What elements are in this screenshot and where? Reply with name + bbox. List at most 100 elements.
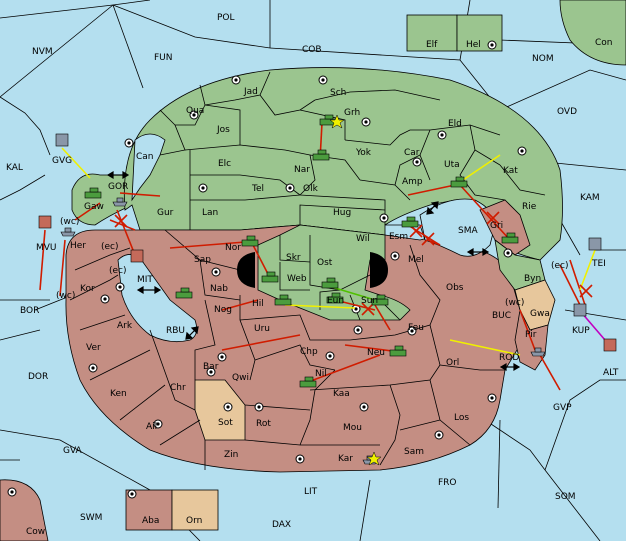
- label-chr: Chr: [170, 383, 186, 393]
- label-elc: Elc: [218, 159, 231, 169]
- label-grh: Grh: [344, 108, 360, 118]
- army-unit[interactable]: [175, 287, 193, 299]
- army-unit[interactable]: [401, 216, 419, 228]
- label-ec-her: (ec): [101, 242, 119, 252]
- label-rot: Rot: [256, 419, 271, 429]
- label-gaw: Gaw: [84, 202, 104, 212]
- label-cob: COB: [302, 45, 322, 55]
- label-orl: Orl: [446, 358, 459, 368]
- fleet-unit[interactable]: [38, 215, 52, 229]
- label-qua: Qua: [186, 106, 204, 116]
- label-sot: Sot: [218, 418, 233, 428]
- label-olk: Olk: [303, 184, 319, 194]
- army-unit[interactable]: [274, 294, 292, 306]
- label-los: Los: [454, 413, 469, 423]
- label-orn: Orn: [186, 516, 202, 526]
- hub-right-cap: [370, 252, 388, 288]
- center-green-core: [257, 224, 411, 321]
- label-gva: GVA: [63, 446, 83, 456]
- fleet-unit[interactable]: [112, 197, 128, 207]
- fleet-unit[interactable]: [130, 249, 144, 263]
- label-nor: Nor: [225, 243, 241, 253]
- army-unit[interactable]: [326, 292, 344, 304]
- label-nab: Nab: [210, 284, 228, 294]
- army-unit[interactable]: [450, 176, 468, 188]
- hub-left-cap: [237, 252, 255, 288]
- label-sch: Sch: [330, 88, 346, 98]
- label-ken: Ken: [110, 389, 127, 399]
- label-ovd: OVD: [557, 107, 577, 117]
- army-unit[interactable]: [321, 277, 339, 289]
- supply-centers: [7, 40, 527, 499]
- label-byn: Byn: [524, 274, 541, 284]
- label-jos: Jos: [216, 125, 230, 135]
- fleet-unit[interactable]: [530, 347, 546, 357]
- red-internal-borders: [69, 229, 505, 470]
- label-swm: SWM: [80, 513, 102, 523]
- army-unit[interactable]: [389, 345, 407, 357]
- label-sma: SMA: [458, 226, 478, 236]
- label-amp: Amp: [402, 177, 423, 187]
- fleet-unit[interactable]: [573, 303, 587, 317]
- label-neu: Neu: [367, 348, 385, 358]
- label-esm: Esm: [389, 232, 408, 242]
- army-unit[interactable]: [241, 235, 259, 247]
- label-fun: FUN: [154, 53, 173, 63]
- fleet-unit[interactable]: [588, 237, 602, 251]
- label-lit: LIT: [304, 487, 318, 497]
- label-ec-tei: (ec): [551, 261, 569, 271]
- label-wc-her: (wc): [60, 217, 79, 227]
- label-bor: BOR: [20, 306, 39, 316]
- label-mvu: MVU: [36, 243, 57, 253]
- label-mel: Mel: [408, 255, 424, 265]
- inner-channel-north: [131, 133, 166, 202]
- star-marker: [329, 114, 345, 129]
- label-rie: Rie: [522, 202, 537, 212]
- label-eun: Eun: [327, 296, 344, 306]
- army-unit[interactable]: [261, 271, 279, 283]
- label-nom: NOM: [532, 54, 554, 64]
- label-wc-kor: (wc): [56, 291, 75, 301]
- label-gur: Gur: [157, 208, 174, 218]
- label-bar: Bar: [203, 362, 219, 372]
- label-obs: Obs: [446, 283, 464, 293]
- label-qwi: Qwi: [232, 373, 249, 383]
- label-yok: Yok: [355, 148, 372, 158]
- label-car: Car: [404, 148, 420, 158]
- label-ost: Ost: [317, 258, 333, 268]
- label-ail: Ail: [146, 422, 157, 432]
- army-unit[interactable]: [299, 376, 317, 388]
- province-orn[interactable]: [171, 489, 219, 531]
- label-hel: Hel: [466, 40, 481, 50]
- label-wil: Wil: [356, 234, 370, 244]
- label-ec-kor: (ec): [109, 266, 127, 276]
- label-dax: DAX: [272, 520, 291, 530]
- label-nog: Nog: [214, 305, 232, 315]
- army-unit[interactable]: [371, 294, 389, 306]
- label-mit: MIT: [137, 275, 153, 285]
- label-sam: Sam: [404, 447, 424, 457]
- label-web: Web: [287, 274, 307, 284]
- fleet-unit[interactable]: [60, 227, 76, 237]
- label-rod: ROD: [499, 353, 519, 363]
- label-elf: Elf: [426, 40, 438, 50]
- star-marker: [366, 451, 382, 466]
- label-gor: GOR: [108, 182, 128, 192]
- label-kal: KAL: [6, 163, 23, 173]
- label-dor: DOR: [28, 372, 48, 382]
- label-feu: Feu: [408, 323, 424, 333]
- army-unit[interactable]: [501, 232, 519, 244]
- label-ver: Ver: [86, 343, 101, 353]
- inner-sea-sma: [419, 198, 496, 257]
- label-nvm: NVM: [32, 47, 53, 57]
- army-unit[interactable]: [312, 149, 330, 161]
- fleet-unit[interactable]: [603, 338, 617, 352]
- label-sap: Sap: [194, 255, 211, 265]
- label-uru: Uru: [254, 324, 270, 334]
- label-sun: Sun: [361, 296, 378, 306]
- label-pol: POL: [217, 13, 235, 23]
- army-unit[interactable]: [84, 187, 102, 199]
- fleet-unit[interactable]: [55, 133, 69, 147]
- province-con[interactable]: [559, 0, 626, 66]
